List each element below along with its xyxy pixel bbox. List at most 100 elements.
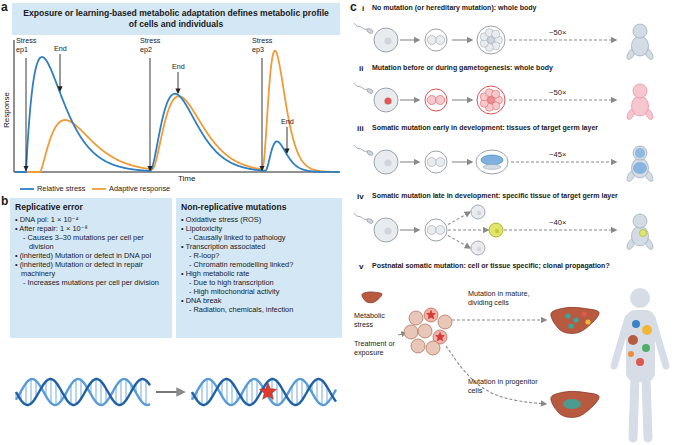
base-pair bbox=[321, 380, 322, 404]
base-pair bbox=[140, 379, 141, 400]
sperm-tail bbox=[354, 83, 368, 89]
arrow bbox=[400, 39, 419, 40]
liver-icon bbox=[362, 292, 382, 303]
embryo-membrane bbox=[476, 150, 508, 174]
box-heading: Exposure or learning-based metabolic ada… bbox=[22, 8, 330, 29]
egg-cell bbox=[374, 150, 398, 174]
liver-cell bbox=[404, 325, 418, 339]
baby-body bbox=[632, 158, 649, 178]
row-numeral: i bbox=[362, 4, 364, 14]
legend-text: Relative stress bbox=[37, 184, 85, 193]
affected-tissue bbox=[640, 230, 647, 237]
note-label: Metabolic stress bbox=[354, 312, 394, 329]
row-numeral: iv bbox=[357, 192, 364, 202]
mutation-star bbox=[436, 333, 445, 341]
liver-cell bbox=[411, 339, 425, 353]
arrow bbox=[511, 161, 616, 162]
progenitor-cell bbox=[489, 223, 503, 237]
bullet-text: • High metabolic rate bbox=[181, 269, 337, 278]
bullet-text: - R-loop? bbox=[181, 251, 337, 260]
baby-figure bbox=[625, 214, 654, 251]
liver-cell bbox=[418, 324, 432, 338]
base-pair bbox=[95, 379, 96, 402]
blastomere bbox=[427, 36, 436, 45]
base-pair bbox=[316, 379, 317, 400]
fold-label: ~40× bbox=[549, 218, 566, 227]
legend-line bbox=[20, 186, 34, 192]
sperm-head bbox=[366, 218, 374, 225]
fold-label: ~50× bbox=[549, 88, 566, 97]
bullet-text: • After repair: 1 × 10⁻⁸ bbox=[15, 224, 167, 233]
bullet-text: • DNA pol: 1 × 10⁻⁴ bbox=[15, 215, 167, 224]
progenitor-cell bbox=[471, 205, 485, 219]
arrow bbox=[504, 229, 616, 230]
base-pair bbox=[276, 381, 277, 405]
base-pair bbox=[30, 379, 31, 403]
baby-head bbox=[633, 24, 647, 38]
info-box: Replicative error• DNA pol: 1 × 10⁻⁴• Af… bbox=[10, 198, 172, 338]
panel-label: b bbox=[1, 194, 8, 208]
base-pair bbox=[25, 383, 26, 404]
bullet-text: • (inherited) Mutation or defect in repa… bbox=[15, 260, 167, 278]
relative-stress-curve bbox=[15, 57, 340, 172]
annotation-label: End bbox=[281, 118, 294, 127]
base-pair bbox=[55, 382, 56, 404]
liver-cell bbox=[438, 315, 452, 329]
dna-strand bbox=[192, 379, 336, 405]
liver-organ bbox=[551, 391, 599, 417]
bullet-text: - Increases mutations per cell per divis… bbox=[15, 278, 167, 287]
organ bbox=[642, 344, 650, 352]
legend-entry: Relative stress bbox=[20, 184, 85, 193]
affected-tissue bbox=[635, 148, 645, 158]
bullet-text: • DNA break bbox=[181, 296, 337, 305]
bullet-text: • Transcription associated bbox=[181, 242, 337, 251]
legend-line-sample bbox=[20, 188, 34, 190]
embryo-membrane bbox=[477, 26, 505, 54]
legend-line-sample bbox=[92, 188, 106, 190]
clonal-cells bbox=[573, 317, 578, 322]
cell-nucleus bbox=[384, 37, 391, 44]
row-heading: Mutation before or during gametogenesis:… bbox=[372, 64, 682, 72]
liver-cell bbox=[426, 341, 440, 355]
body-leg bbox=[633, 378, 635, 438]
dna-helix bbox=[16, 379, 150, 405]
base-pair bbox=[206, 379, 207, 403]
cell-nucleus bbox=[384, 227, 391, 234]
zygote-membrane bbox=[425, 151, 447, 173]
egg-cell bbox=[374, 88, 398, 112]
sperm-tail bbox=[354, 213, 368, 219]
arrow bbox=[452, 99, 472, 100]
germ-layer bbox=[483, 165, 501, 170]
blastomere bbox=[436, 36, 445, 45]
zygote-membrane bbox=[425, 29, 447, 51]
base-pair bbox=[226, 379, 227, 403]
note-label: Treatment or exposure bbox=[354, 340, 400, 357]
baby-body bbox=[632, 226, 649, 246]
bullet-text: • (inherited) Mutation or defect in DNA … bbox=[15, 251, 167, 260]
base-pair bbox=[296, 380, 297, 405]
sperm-head bbox=[366, 150, 374, 157]
bullet-text: • Lipotoxicity bbox=[181, 224, 337, 233]
baby-body bbox=[632, 36, 649, 56]
arrow bbox=[400, 229, 419, 230]
row-numeral: ii bbox=[359, 64, 363, 74]
annotation-label: Stress ep2 bbox=[140, 37, 166, 54]
bullet-text: - Radiation, chemicals, infection bbox=[181, 305, 337, 314]
dna-helix bbox=[192, 379, 336, 405]
liver-cell bbox=[409, 311, 423, 325]
cell-nucleus bbox=[495, 229, 499, 233]
adaptive-response-curve bbox=[15, 51, 340, 172]
baby-head bbox=[633, 146, 647, 160]
arrow bbox=[400, 161, 419, 162]
axis-label: Response bbox=[2, 92, 12, 128]
title-box: Exposure or learning-based metabolic ada… bbox=[12, 3, 340, 35]
baby-body bbox=[632, 96, 649, 116]
base-pair bbox=[100, 381, 101, 405]
arrow bbox=[509, 39, 616, 40]
base-pair bbox=[231, 382, 232, 404]
embryo-membrane bbox=[477, 86, 505, 114]
clonal-cells bbox=[565, 313, 570, 318]
organ bbox=[636, 358, 644, 366]
embryo-cell bbox=[488, 97, 495, 104]
annotation-label: End bbox=[172, 63, 185, 72]
